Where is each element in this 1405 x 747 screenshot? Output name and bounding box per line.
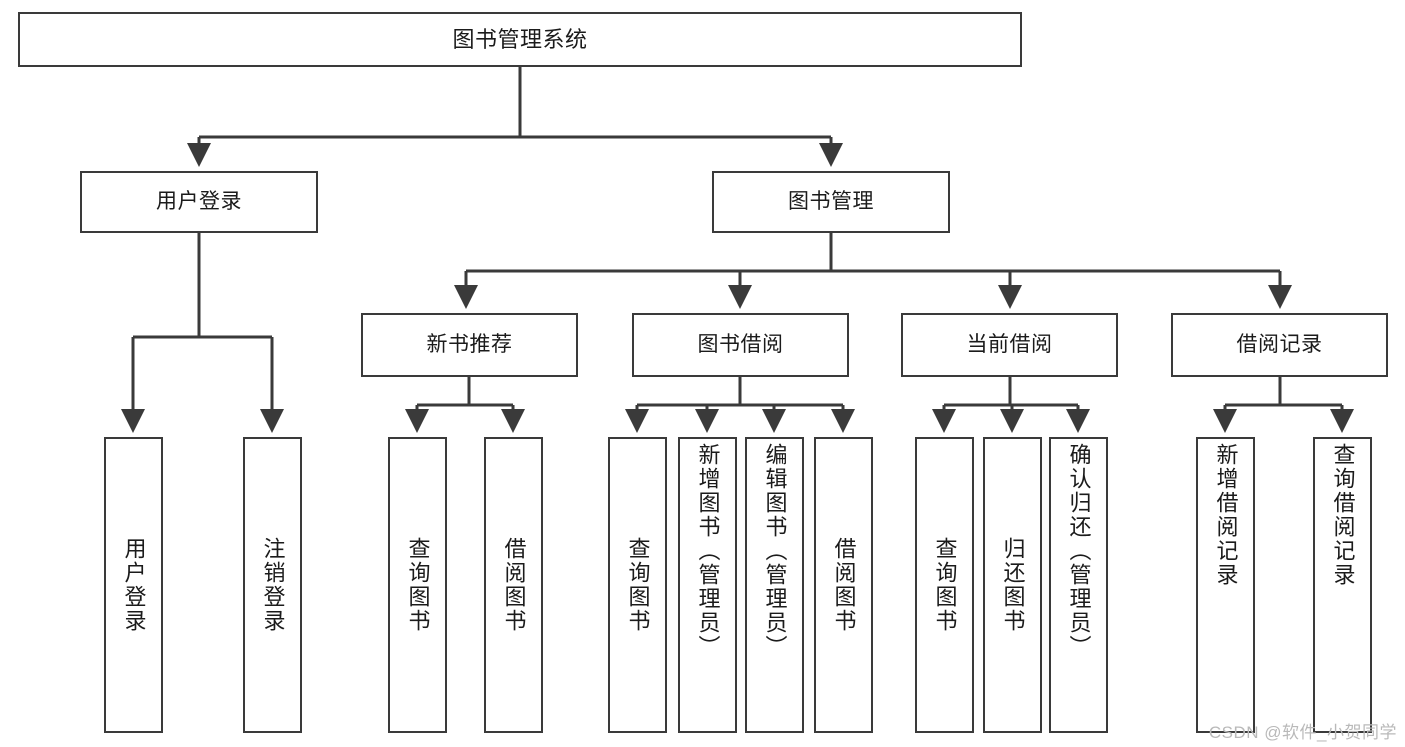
node-leaf-confirm-return-label: 确认归还（管理员） — [1066, 443, 1092, 659]
node-leaf-query-book-3-label: 查询图书 — [932, 537, 958, 633]
node-leaf-borrow-book-2[interactable]: 借阅图书 — [814, 437, 873, 733]
node-leaf-return-book[interactable]: 归还图书 — [983, 437, 1042, 733]
node-leaf-query-book-1[interactable]: 查询图书 — [388, 437, 447, 733]
node-leaf-user-logout[interactable]: 注销登录 — [243, 437, 302, 733]
node-root-label: 图书管理系统 — [452, 26, 588, 52]
node-root[interactable]: 图书管理系统 — [18, 12, 1022, 67]
node-leaf-add-book-label: 新增图书（管理员） — [695, 443, 721, 659]
node-new-book-rec-label: 新书推荐 — [426, 332, 513, 356]
node-leaf-user-login[interactable]: 用户登录 — [104, 437, 163, 733]
node-leaf-add-record[interactable]: 新增借阅记录 — [1196, 437, 1255, 733]
node-book-manage-label: 图书管理 — [788, 189, 874, 213]
node-book-borrow-label: 图书借阅 — [697, 332, 784, 356]
node-leaf-borrow-book-2-label: 借阅图书 — [831, 537, 857, 633]
node-borrow-record[interactable]: 借阅记录 — [1171, 313, 1388, 377]
node-book-borrow[interactable]: 图书借阅 — [632, 313, 849, 377]
node-book-manage[interactable]: 图书管理 — [712, 171, 950, 233]
node-leaf-edit-book[interactable]: 编辑图书（管理员） — [745, 437, 804, 733]
node-leaf-add-record-label: 新增借阅记录 — [1213, 443, 1239, 587]
node-new-book-rec[interactable]: 新书推荐 — [361, 313, 578, 377]
node-leaf-query-record-label: 查询借阅记录 — [1330, 443, 1356, 587]
node-leaf-add-book[interactable]: 新增图书（管理员） — [678, 437, 737, 733]
node-borrow-record-label: 借阅记录 — [1236, 332, 1323, 356]
watermark-text: CSDN @软件_小贺同学 — [1208, 723, 1397, 742]
node-current-borrow-label: 当前借阅 — [966, 332, 1053, 356]
node-leaf-borrow-book-1-label: 借阅图书 — [501, 537, 527, 633]
node-leaf-borrow-book-1[interactable]: 借阅图书 — [484, 437, 543, 733]
node-current-borrow[interactable]: 当前借阅 — [901, 313, 1118, 377]
node-user-login-label: 用户登录 — [156, 189, 242, 213]
node-leaf-return-book-label: 归还图书 — [1000, 537, 1026, 633]
node-leaf-query-book-2-label: 查询图书 — [625, 537, 651, 633]
node-leaf-edit-book-label: 编辑图书（管理员） — [762, 443, 788, 659]
node-leaf-confirm-return[interactable]: 确认归还（管理员） — [1049, 437, 1108, 733]
node-leaf-user-login-label: 用户登录 — [121, 537, 147, 633]
node-leaf-query-book-2[interactable]: 查询图书 — [608, 437, 667, 733]
node-leaf-query-book-3[interactable]: 查询图书 — [915, 437, 974, 733]
node-leaf-query-book-1-label: 查询图书 — [405, 537, 431, 633]
node-user-login[interactable]: 用户登录 — [80, 171, 318, 233]
node-leaf-user-logout-label: 注销登录 — [260, 537, 286, 633]
node-leaf-query-record[interactable]: 查询借阅记录 — [1313, 437, 1372, 733]
